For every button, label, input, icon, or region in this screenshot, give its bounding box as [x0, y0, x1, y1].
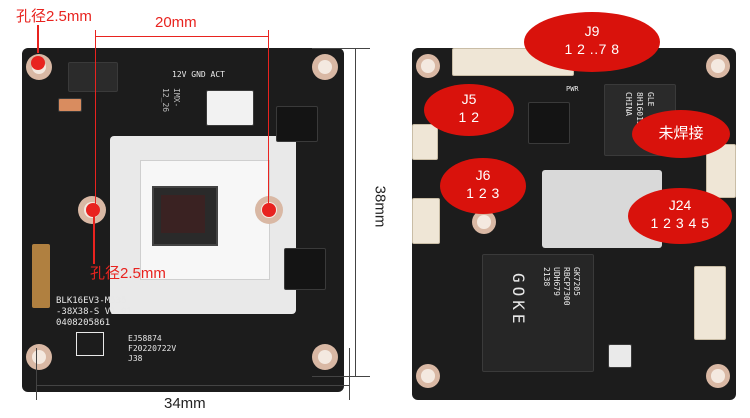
resistor-orange [58, 98, 82, 112]
connector-j24 [694, 266, 726, 340]
hole-diameter-label-bottom: 孔径2.5mm [90, 265, 166, 282]
callout-j5-pins: 1 2 [458, 109, 480, 125]
dim-38-line [355, 48, 356, 376]
dim-34-left-tick [36, 348, 37, 400]
silk-date-block: EJ58874 F20220722V J38 [128, 334, 177, 363]
back-hole-br [706, 364, 730, 388]
callout-j9-pins: 1 2 ..7 8 [564, 41, 620, 57]
inductor [68, 62, 118, 92]
hole-leader-top [37, 25, 39, 53]
ic-bottom-right [284, 248, 326, 290]
dim-34-line [36, 385, 350, 386]
mount-hole-br [312, 344, 338, 370]
callout-j9-title: J9 [584, 23, 600, 39]
back-hole-tr [706, 54, 730, 78]
marker-tl [31, 56, 45, 70]
connector-j6 [412, 198, 440, 244]
callout-j6: J6 1 2 3 [440, 158, 526, 214]
back-hole-bl [416, 364, 440, 388]
soc-model: GK7205 RBCP7300 UDH679 2138 [542, 267, 581, 306]
back-hole-tl [416, 54, 440, 78]
connector-unsoldered [706, 144, 736, 198]
dim-38-bottom-tick [312, 376, 370, 377]
soc-brand: GOKE [509, 273, 528, 328]
connector-j5 [412, 124, 438, 160]
callout-j9: J9 1 2 ..7 8 [524, 12, 660, 72]
board-front: 12V GND ACT IMX- 12_26 BLK16EV3-M535 -38… [22, 48, 344, 392]
callout-unsoldered: 未焊接 [632, 110, 730, 158]
dim-20-right-ext [268, 30, 269, 210]
dim-34-label: 34mm [164, 395, 206, 412]
pin-header [32, 244, 50, 308]
callout-j5: J5 1 2 [424, 84, 514, 136]
silk-power-pins: 12V GND ACT [172, 70, 225, 79]
ic-bottom [608, 344, 632, 368]
mount-hole-tr [312, 54, 338, 80]
callout-j24-title: J24 [668, 197, 692, 213]
qr-label [206, 90, 254, 126]
ic-mid [528, 102, 570, 144]
marker-right-lens [262, 203, 276, 217]
dim-20-left-ext [95, 30, 96, 210]
back-hole-center [472, 210, 496, 234]
callout-j6-pins: 1 2 3 [466, 185, 500, 201]
silk-lens-mark: IMX- 12_26 [161, 88, 181, 113]
recycle-icon [76, 332, 104, 356]
pwr-silk: PWR [566, 85, 579, 93]
ic-top-right [276, 106, 318, 142]
dim-38-label: 38mm [371, 185, 389, 228]
image-sensor [152, 186, 218, 246]
hole-diameter-label-top: 孔径2.5mm [16, 8, 92, 25]
callout-j24: J24 1 2 3 4 5 [628, 188, 732, 244]
mount-hole-bl [26, 344, 52, 370]
soc-chip: GOKE GK7205 RBCP7300 UDH679 2138 [482, 254, 594, 372]
dim-34-right-tick [349, 348, 350, 400]
callout-unsoldered-text: 未焊接 [658, 125, 704, 142]
dim-20-label: 20mm [155, 14, 197, 31]
dim-20-line [95, 36, 269, 37]
callout-j5-title: J5 [461, 91, 477, 107]
dim-38-top-tick [312, 48, 370, 49]
marker-left-lens [86, 203, 100, 217]
silk-model-block: BLK16EV3-M535 -38X38-S V1.01 0408205861 [56, 296, 132, 328]
callout-j24-pins: 1 2 3 4 5 [650, 215, 710, 231]
hole-leader-bottom [93, 216, 95, 264]
callout-j6-title: J6 [475, 167, 491, 183]
